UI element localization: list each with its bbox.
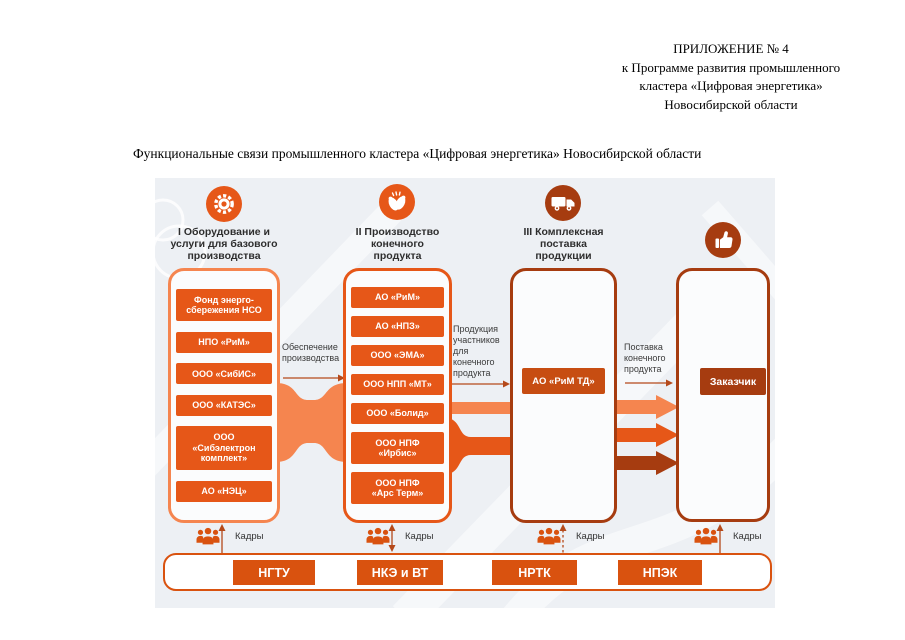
kadry-group-4: Кадры: [693, 525, 761, 548]
member-box: ООО НПП «МТ»: [351, 374, 444, 395]
kadry-group-3: Кадры: [536, 525, 604, 548]
column-production: АО «РиМ» АО «НПЗ» ООО «ЭМА» ООО НПП «МТ»…: [343, 268, 452, 523]
connector-arrow-lines: [283, 377, 666, 385]
thumbs-up-icon: [705, 222, 741, 258]
member-box: АО «НЭЦ»: [176, 480, 272, 502]
member-box-rim-td: АО «РиМ ТД»: [522, 368, 605, 394]
bottom-item-nke-vt: НКЭ и ВТ: [357, 560, 443, 585]
flow-ribbon-products: [448, 418, 514, 474]
bottom-item-nrtk: НРТК: [492, 560, 577, 585]
truck-icon: [545, 185, 581, 221]
member-box: ООО «Сибэлектрон комплект»: [176, 426, 272, 471]
kadry-label: Кадры: [235, 531, 264, 542]
member-box: ООО НПФ «Арс Терм»: [351, 472, 444, 504]
connector-label-final-delivery: Поставка конечного продукта: [624, 342, 666, 374]
kadry-group-1: Кадры: [195, 525, 263, 548]
connector-arrow-heads: [338, 374, 673, 388]
flow-chevron-mid: [614, 423, 679, 447]
page-title: Функциональные связи промышленного класт…: [133, 146, 702, 161]
appendix-header: ПРИЛОЖЕНИЕ № 4 к Программе развития пром…: [598, 40, 864, 114]
kadry-arrow-lines: [221, 530, 721, 553]
member-box: ООО «СибИС»: [176, 363, 272, 385]
people-icon: [537, 527, 561, 545]
column-delivery: [510, 268, 617, 523]
hands-icon: [379, 184, 415, 220]
kadry-group-2: Кадры: [365, 525, 433, 548]
kadry-label: Кадры: [733, 531, 762, 542]
member-box: Фонд энерго- сбережения НСО: [176, 289, 272, 322]
flow-chevron-light: [614, 395, 679, 419]
column-title-equipment: I Оборудование и услуги для базового про…: [170, 226, 278, 262]
member-box: ООО НПФ «Ирбис»: [351, 432, 444, 464]
member-box: НПО «РиМ»: [176, 331, 272, 353]
column-equipment: Фонд энерго- сбережения НСО НПО «РиМ» ОО…: [168, 268, 280, 523]
people-icon: [694, 527, 718, 545]
bottom-item-npek: НПЭК: [618, 560, 702, 585]
member-box: ООО «ЭМА»: [351, 345, 444, 366]
appendix-line: ПРИЛОЖЕНИЕ № 4: [673, 41, 789, 56]
flow-chevron-dark: [614, 451, 679, 475]
column-customer: [676, 268, 770, 522]
member-box: ООО «Болид»: [351, 403, 444, 424]
appendix-line: Новосибирской области: [664, 96, 798, 112]
kadry-label: Кадры: [405, 531, 434, 542]
flow-ribbon-supply: [276, 383, 347, 462]
member-box: АО «НПЗ»: [351, 316, 444, 337]
customer-box: Заказчик: [700, 368, 766, 395]
kadry-label: Кадры: [576, 531, 605, 542]
column-title-production: II Производство конечного продукта: [355, 226, 440, 262]
kadry-arrow-heads: [218, 524, 724, 552]
bottom-item-ngtu: НГТУ: [233, 560, 315, 585]
appendix-line: к Программе развития промышленного: [621, 59, 841, 75]
flow-arrows-layer: [218, 374, 724, 553]
flow-band-passthrough: [448, 402, 514, 414]
people-icon: [196, 527, 220, 545]
connector-label-supply: Обеспечение производства: [282, 342, 340, 363]
member-box: АО «РиМ»: [351, 287, 444, 308]
member-box: ООО «КАТЭС»: [176, 394, 272, 416]
column-title-delivery: III Комплексная поставка продукции: [523, 226, 604, 262]
appendix-line: кластера «Цифровая энергетика»: [639, 78, 823, 93]
diagram-panel: I Оборудование и услуги для базового про…: [155, 178, 775, 608]
connector-label-products: Продукция участников для конечного проду…: [453, 324, 500, 378]
people-icon: [366, 527, 390, 545]
gear-icon: [206, 186, 242, 222]
